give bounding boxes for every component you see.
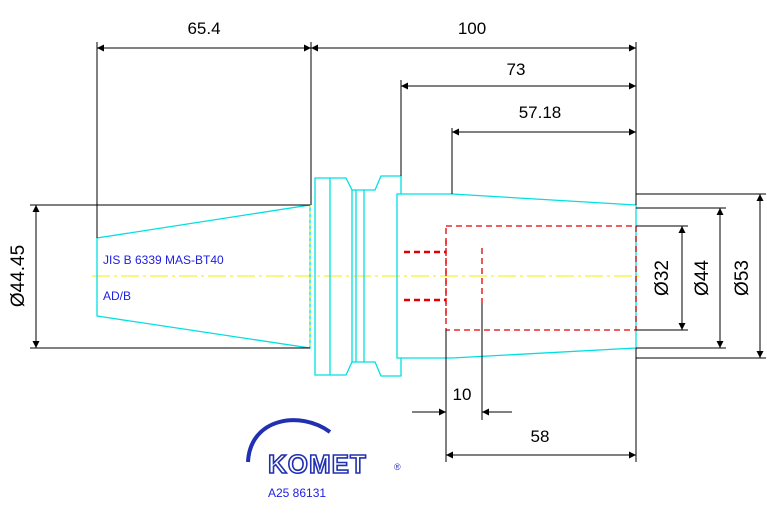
dim-diameter-32: Ø32 xyxy=(652,260,673,296)
dim-65-4: 65.4 xyxy=(187,19,220,38)
dim-57-18: 57.18 xyxy=(519,103,562,122)
dimension-lines xyxy=(32,44,764,459)
dim-diameter-44-45: Ø44.45 xyxy=(8,245,29,307)
dim-100: 100 xyxy=(458,19,486,38)
dim-diameter-44: Ø44 xyxy=(692,260,713,296)
hidden-bore xyxy=(404,225,637,331)
form-note: AD/B xyxy=(103,289,131,303)
logo-arc-icon xyxy=(246,418,332,463)
dim-58: 58 xyxy=(531,427,550,446)
registered-mark: ® xyxy=(394,462,401,472)
dim-10: 10 xyxy=(453,385,472,404)
part-number: A25 86131 xyxy=(268,486,326,500)
extension-lines xyxy=(30,42,766,462)
komet-logo: KOMET ® xyxy=(246,418,401,480)
logo-text: KOMET xyxy=(268,449,367,479)
dim-diameter-53: Ø53 xyxy=(732,260,753,296)
flange xyxy=(314,175,402,377)
dim-73: 73 xyxy=(507,60,526,79)
standard-note: JIS B 6339 MAS-BT40 xyxy=(103,253,224,267)
